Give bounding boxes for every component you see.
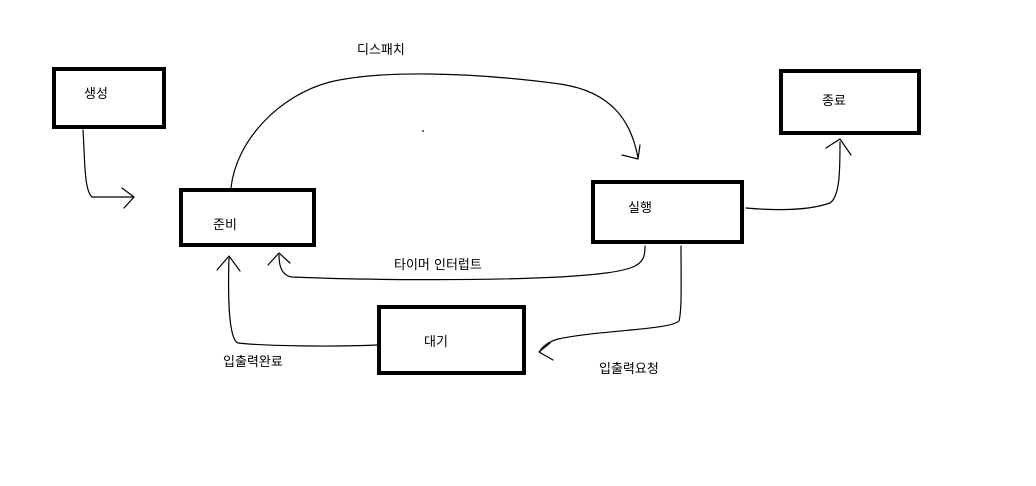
arrowhead-icon (267, 252, 291, 266)
edge-dispatch-label: 디스패치 (357, 43, 405, 58)
edge-io-complete (216, 255, 378, 347)
edge-dispatch (230, 73, 641, 189)
stray-dot (422, 130, 424, 132)
edge-timer-interrupt (267, 245, 646, 281)
edge-timer-interrupt-label: 타이머 인터럽트 (394, 258, 482, 273)
state-exit: 종료 (779, 69, 921, 135)
arrowhead-icon (216, 255, 241, 272)
state-running: 실행 (591, 180, 744, 244)
edge-create-to-ready (82, 129, 135, 209)
state-exit-label: 종료 (822, 94, 846, 109)
state-ready-label: 준비 (213, 218, 237, 233)
arrowhead-icon (538, 342, 554, 361)
state-running-label: 실행 (628, 200, 652, 216)
arrowhead-icon (121, 187, 135, 209)
arrowhead-icon (621, 144, 641, 160)
state-create: 생성 (52, 67, 166, 129)
arrowhead-icon (825, 138, 852, 156)
edge-running-to-exit (745, 138, 852, 211)
edge-io-request (538, 245, 682, 361)
state-waiting-label: 대기 (424, 335, 448, 350)
state-ready: 준비 (179, 188, 316, 247)
edge-io-request-label: 입출력요청 (599, 362, 659, 377)
state-waiting: 대기 (377, 305, 526, 375)
edge-io-complete-label: 입출력완료 (223, 355, 283, 370)
state-create-label: 생성 (84, 87, 108, 102)
